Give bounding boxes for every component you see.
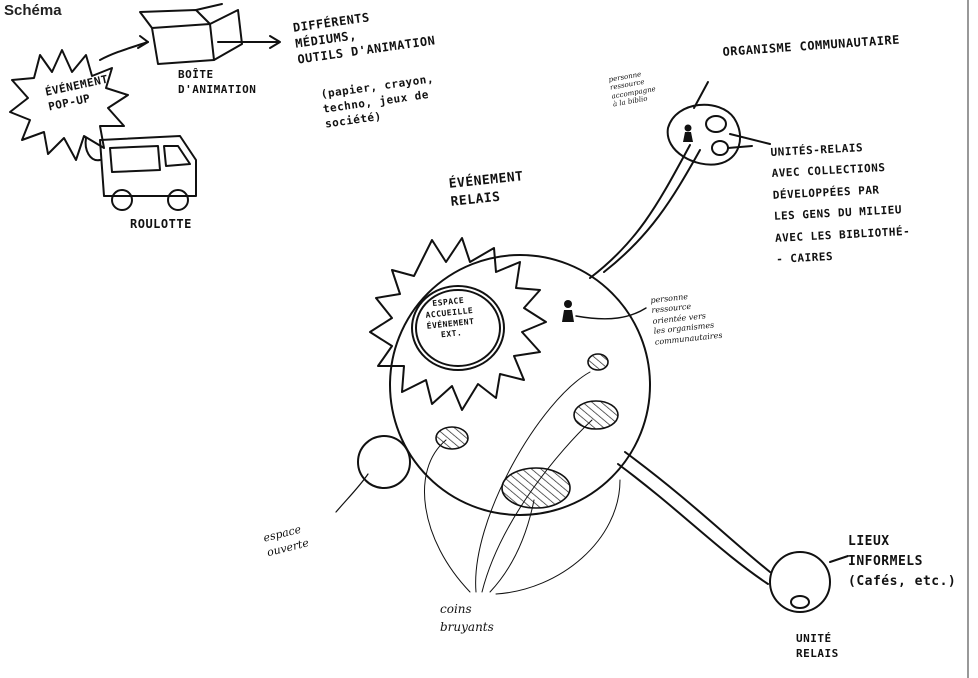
branch-community-edge: [603, 149, 701, 273]
branch-informal-edge: [617, 463, 769, 585]
welcome-space-label: ESPACE ACCUEILLE ÉVÉNEMENT EXT.: [425, 295, 475, 340]
relay-unit-cell: [790, 595, 810, 609]
unit-cell: [705, 115, 727, 133]
person-icon: [562, 300, 574, 322]
noisy-corners-label: coins bruyants: [440, 602, 494, 634]
noisy-corner-area: [573, 400, 619, 430]
arrow-popup-to-box: [99, 41, 149, 61]
informal-places-label: LIEUX INFORMELS (Cafés, etc.): [848, 534, 957, 590]
noisy-corner-area: [587, 353, 609, 371]
leader-line: [335, 473, 369, 513]
leader-line: [693, 81, 709, 109]
leader-line: [829, 555, 849, 563]
noisy-corner-area: [501, 467, 571, 509]
arrowhead: [137, 35, 149, 49]
resource-person-mid-label: personne ressource orientée vers les org…: [650, 292, 723, 347]
arrowhead: [269, 35, 281, 49]
informal-place-node: [769, 551, 831, 613]
pop-up-burst-icon: [9, 49, 129, 161]
caravan-label: ROULOTTE: [130, 217, 192, 231]
leader-line: [575, 307, 647, 320]
relay-units-label: UNITÉS-RELAIS AVEC COLLECTIONS DÉVELOPPÉ…: [770, 141, 911, 267]
person-icon: [683, 124, 693, 142]
branch-community: [589, 144, 691, 279]
welcome-space-oval-inner: [415, 289, 501, 367]
relay-event-burst-icon: [369, 237, 547, 411]
central-sphere: [389, 254, 651, 516]
noisy-corner-area: [435, 426, 469, 450]
animation-box-label: BOÎTE D'ANIMATION: [178, 68, 257, 96]
welcome-space-oval: [411, 285, 505, 371]
leader-line: [729, 133, 771, 145]
branch-informal: [624, 451, 771, 573]
community-org-node: [666, 103, 742, 166]
animation-box-icon: [139, 3, 243, 65]
caravan-icon: [84, 135, 197, 211]
leader-line: [727, 145, 753, 149]
open-space-circle: [357, 435, 411, 489]
page-title: Schéma: [4, 2, 62, 19]
relay-unit-label: UNITÉ RELAIS: [796, 632, 839, 660]
unit-cell: [711, 140, 729, 156]
